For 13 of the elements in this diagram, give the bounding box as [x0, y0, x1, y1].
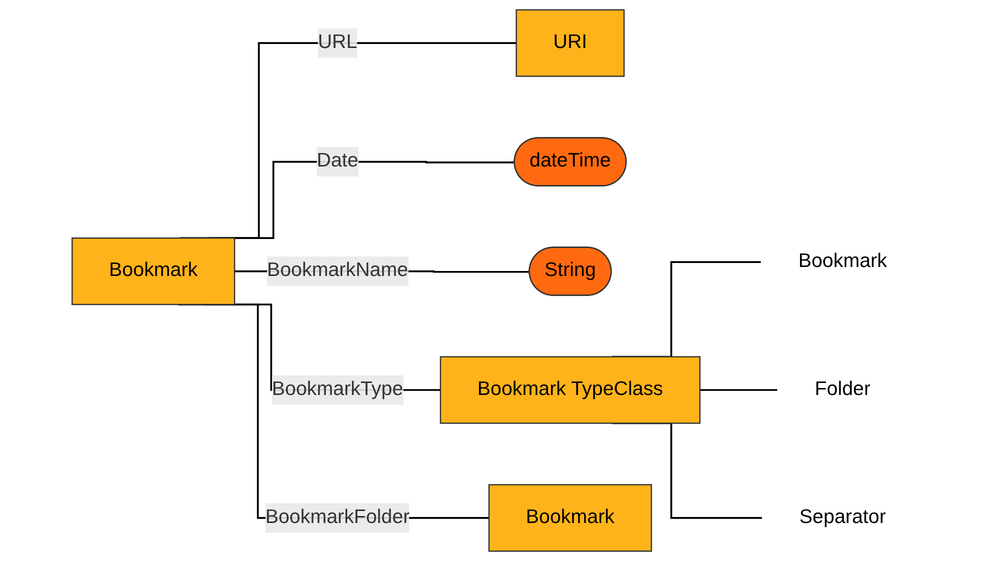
- node-text: Bookmark: [798, 250, 887, 272]
- node-box: Bookmark TypeClass: [440, 356, 701, 424]
- edge-label: BookmarkFolder: [265, 506, 410, 528]
- connector: [700, 389, 778, 391]
- edge-label: URL: [318, 32, 358, 53]
- node-box: Bookmark: [488, 484, 652, 552]
- node-box: URI: [516, 9, 625, 77]
- edge-label: BookmarkName: [266, 260, 408, 282]
- node-box: Bookmark: [72, 237, 236, 306]
- node-text: Folder: [814, 378, 871, 400]
- edge-label: BookmarkType: [272, 378, 404, 400]
- edge-label: Date: [316, 150, 358, 172]
- node-text: Separator: [799, 506, 886, 528]
